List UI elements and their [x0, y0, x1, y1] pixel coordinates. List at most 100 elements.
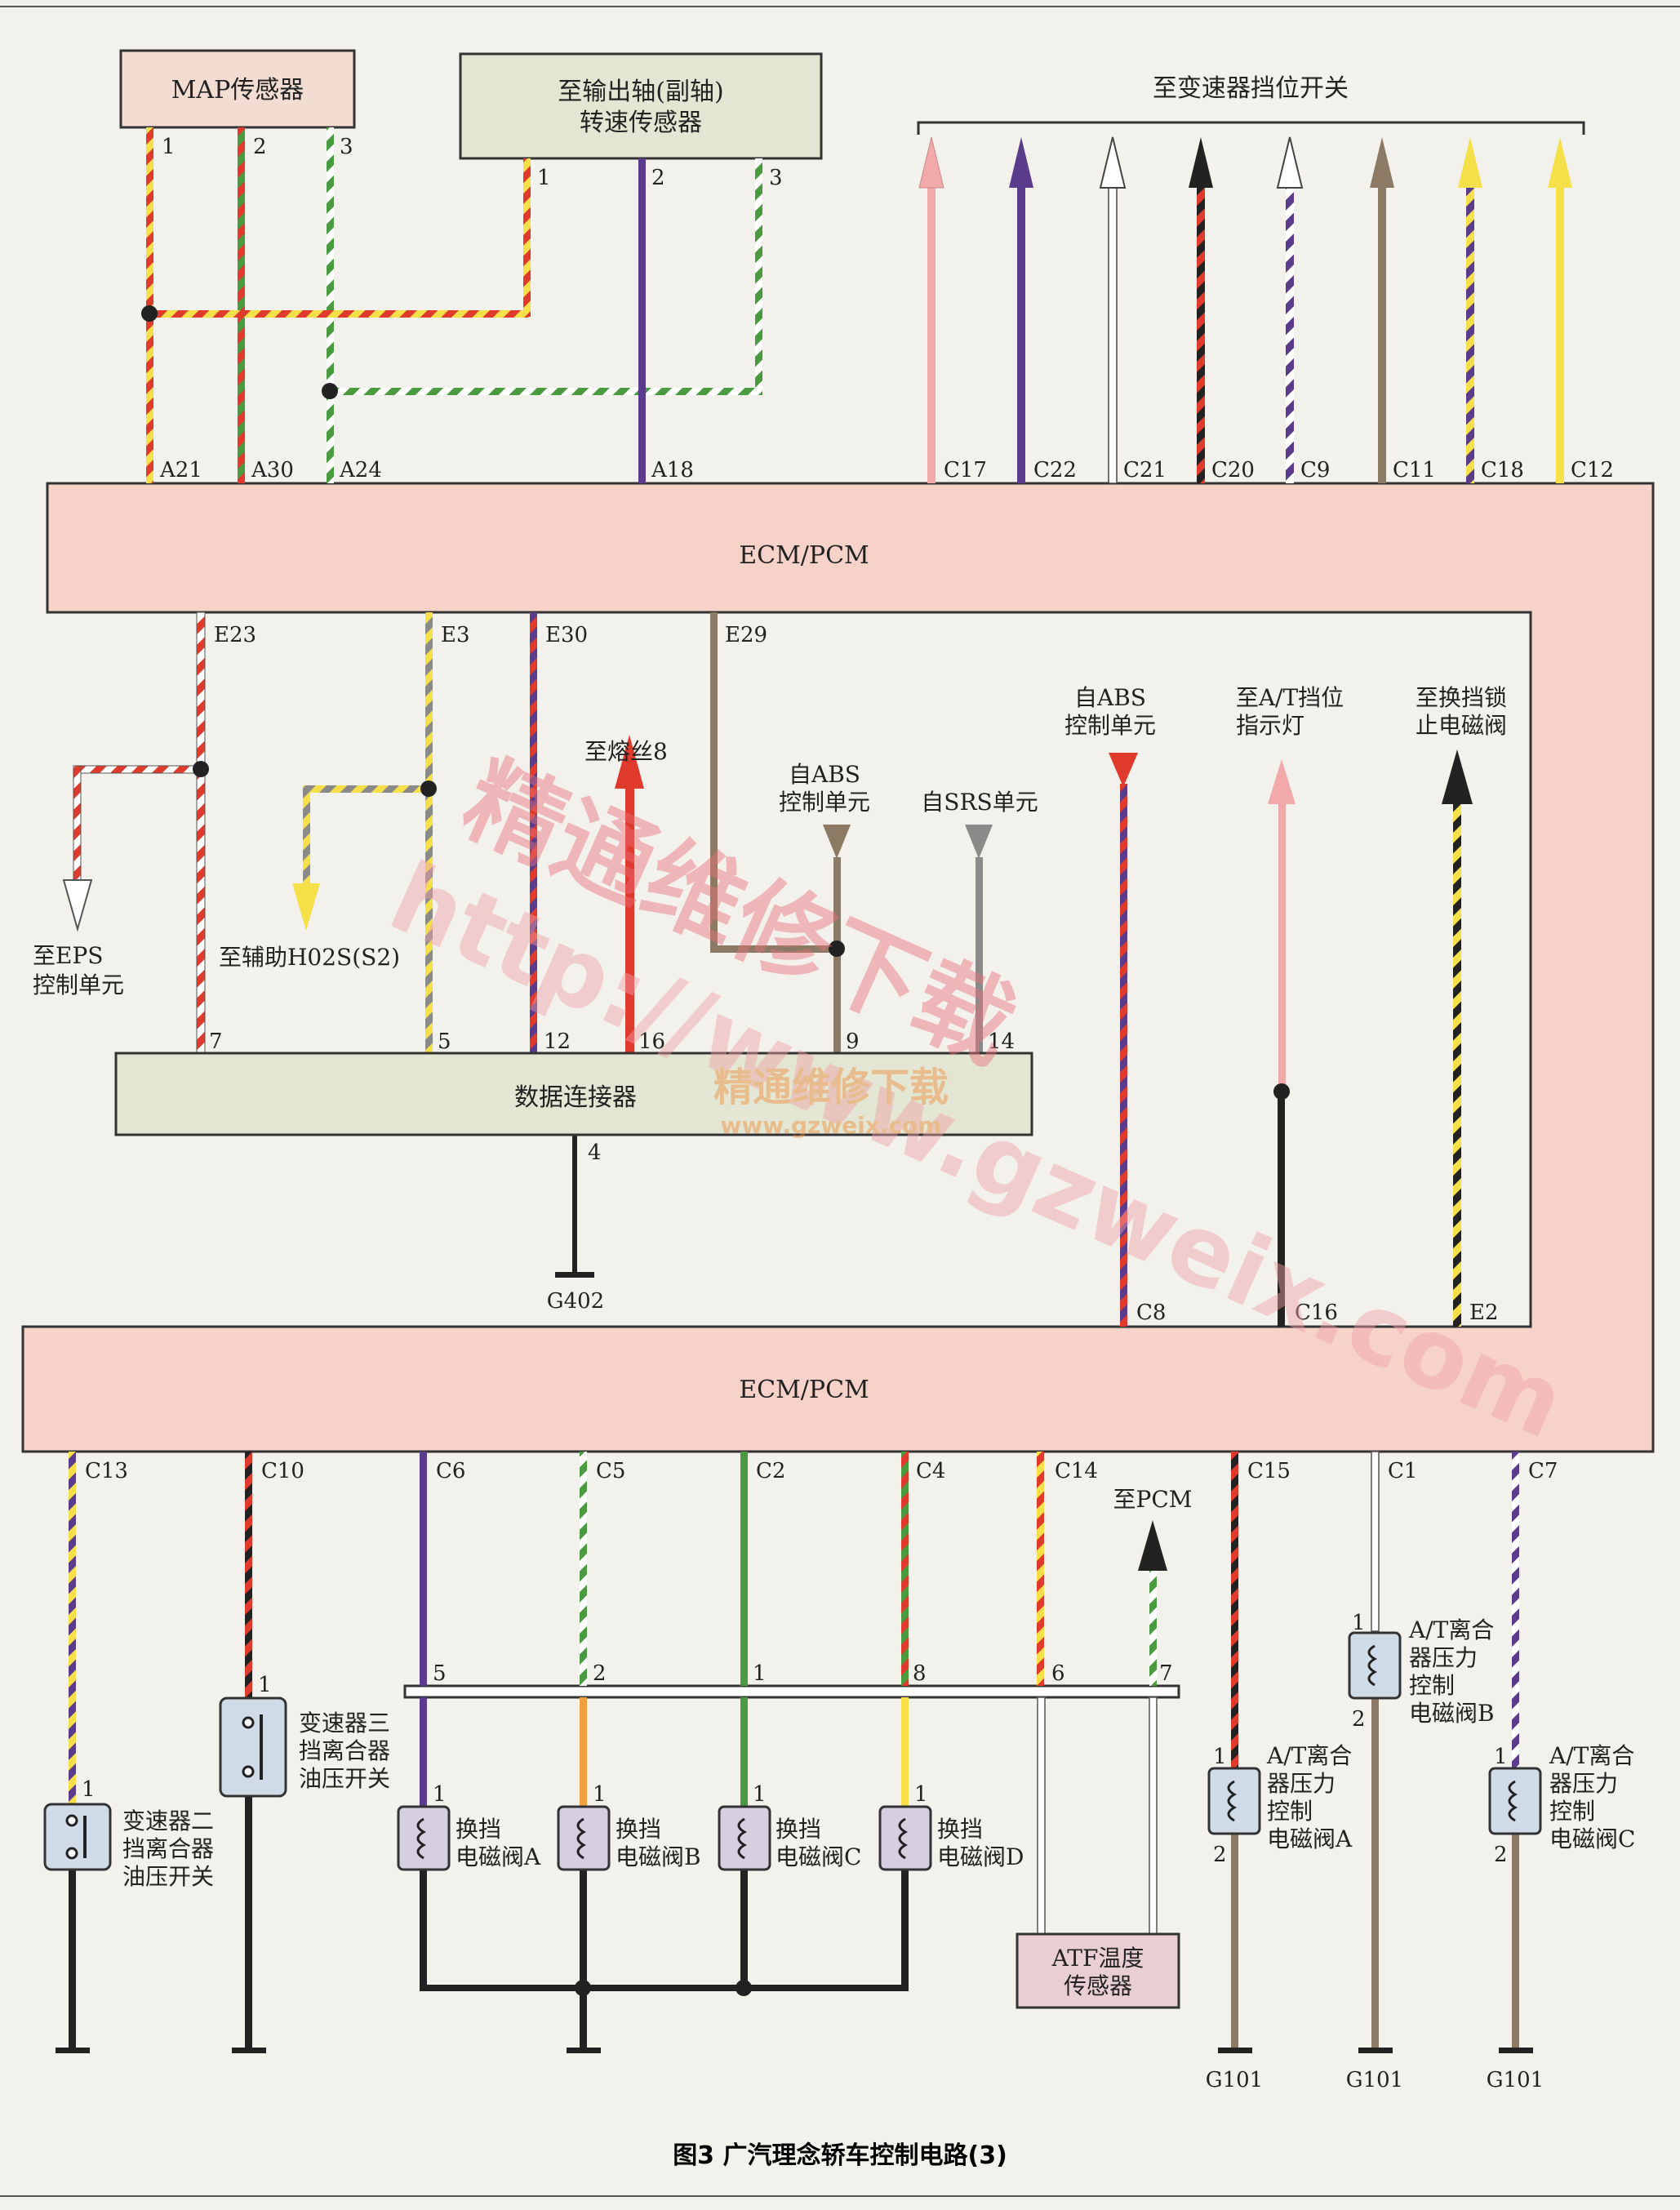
ecm-pin-c7: C7 [1528, 1459, 1558, 1483]
atf-sensor-label-2: 传感器 [1064, 1972, 1132, 1999]
dlc-pin-7: 7 [209, 1029, 223, 1054]
ecm-pin-c10: C10 [261, 1459, 304, 1483]
dlc-pin-16: 16 [638, 1029, 665, 1054]
shift-solenoid-a [397, 1805, 451, 1871]
map-sensor-label: MAP传感器 [171, 76, 304, 104]
ecm-bottom-label: ECM/PCM [739, 1376, 869, 1404]
conn-pin-7: 7 [1159, 1661, 1173, 1686]
pc-a-label-3: 控制 [1267, 1798, 1313, 1825]
pc-b-pin-1: 1 [1352, 1611, 1366, 1635]
sw2-label-2: 挡离合器 [122, 1835, 214, 1862]
oss-pin-3: 3 [769, 166, 783, 190]
conn-pin-5: 5 [433, 1661, 447, 1686]
ecm-pin-c21: C21 [1123, 458, 1167, 482]
ecm-pin-e3: E3 [441, 623, 470, 647]
middle-wires [62, 611, 1473, 1327]
sol-b-label-2: 电磁阀B [616, 1843, 701, 1870]
conn-pin-2: 2 [593, 1661, 607, 1686]
map-sensor-box [119, 49, 356, 129]
ecm-pin-c18: C18 [1481, 458, 1524, 482]
sol-a-label-1: 换挡 [456, 1816, 501, 1843]
output-shaft-sensor-label-1: 至输出轴(副轴) [558, 78, 723, 106]
g101-label-2: G101 [1346, 2068, 1403, 2092]
shift-solenoid-b [557, 1805, 611, 1871]
ecm-pin-e30: E30 [545, 623, 588, 647]
data-link-connector-label: 数据连接器 [514, 1083, 637, 1112]
ecm-pin-a21: A21 [159, 458, 202, 482]
sw2-pin-1: 1 [82, 1777, 96, 1802]
conn-pin-1: 1 [753, 1661, 767, 1686]
g101-label-3: G101 [1487, 2068, 1544, 2092]
ecm-pin-c1: C1 [1388, 1459, 1417, 1483]
from-abs-2-label-1: 自ABS [1074, 684, 1146, 711]
ecm-pin-a24: A24 [339, 458, 382, 482]
pc-c-pin-1: 1 [1494, 1745, 1508, 1769]
pc-a-label-4: 电磁阀A [1267, 1825, 1353, 1852]
ecm-pin-c8: C8 [1136, 1301, 1166, 1325]
sol-b-label-1: 换挡 [616, 1816, 661, 1843]
ecm-pin-c15: C15 [1247, 1459, 1291, 1483]
watermark-center-cn: 精通维修下载 [713, 1065, 949, 1110]
to-fuse-label: 至熔丝8 [584, 738, 668, 765]
ecm-pin-c13: C13 [85, 1459, 128, 1483]
dlc-pin-14: 14 [988, 1029, 1015, 1054]
ecm-pin-e29: E29 [725, 623, 767, 647]
pc-a-pin-1: 1 [1213, 1745, 1227, 1769]
ecm-pin-a30: A30 [251, 458, 294, 482]
ecm-pin-c16: C16 [1295, 1301, 1338, 1325]
sw3-label-2: 挡离合器 [299, 1737, 390, 1764]
g101-label-1: G101 [1206, 2068, 1263, 2092]
sw2-label-1: 变速器二 [122, 1808, 214, 1834]
ecm-pin-c22: C22 [1033, 458, 1077, 482]
ecm-pin-c9: C9 [1300, 458, 1330, 482]
sol-c-pin-1: 1 [753, 1782, 767, 1807]
to-shift-lock-label-2: 止电磁阀 [1416, 712, 1507, 739]
sol-d-label-1: 换挡 [937, 1816, 983, 1843]
pc-c-label-1: A/T离合 [1549, 1742, 1634, 1769]
atf-temp-sensor [1016, 1932, 1180, 2009]
sol-d-pin-1: 1 [914, 1782, 928, 1807]
watermark-center-url: www.gzweix.com [721, 1112, 942, 1139]
pc-c-label-4: 电磁阀C [1549, 1825, 1635, 1852]
ecm-pin-c11: C11 [1393, 458, 1436, 482]
pc-c-pin-2: 2 [1494, 1843, 1508, 1867]
pc-a-label-1: A/T离合 [1266, 1742, 1352, 1769]
g402-label: G402 [547, 1289, 604, 1314]
sol-b-pin-1: 1 [593, 1782, 607, 1807]
ecm-pin-c20: C20 [1211, 458, 1255, 482]
pc-b-label-3: 控制 [1409, 1672, 1455, 1699]
dlc-pin-12: 12 [544, 1029, 571, 1054]
conn-pin-6: 6 [1051, 1661, 1065, 1686]
to-eps-label-1: 至EPS [33, 942, 103, 969]
ecm-pin-c14: C14 [1055, 1459, 1098, 1483]
pc-b-label-2: 器压力 [1409, 1644, 1478, 1671]
to-pcm-label: 至PCM [1113, 1486, 1193, 1513]
to-aux-ho2s-label: 至辅助H02S(S2) [219, 944, 400, 971]
trans-switch-bracket [917, 121, 1585, 135]
sw3-label-1: 变速器三 [299, 1710, 390, 1736]
to-eps-label-2: 控制单元 [33, 972, 124, 998]
dlc-pin-9: 9 [846, 1029, 860, 1054]
ecm-pin-c2: C2 [756, 1459, 785, 1483]
sw3-pin-1: 1 [258, 1673, 272, 1697]
pc-c-label-3: 控制 [1549, 1798, 1595, 1825]
ecm-pin-e23: E23 [214, 623, 256, 647]
output-shaft-sensor-label-2: 转速传感器 [580, 109, 702, 137]
pc-b-label-1: A/T离合 [1408, 1616, 1494, 1643]
map-pin-2: 2 [253, 135, 267, 159]
ecm-pcm-frame [21, 482, 1655, 1453]
sol-a-pin-1: 1 [433, 1782, 447, 1807]
to-at-indicator-label-1: 至A/T挡位 [1236, 684, 1344, 711]
figure-caption: 图3 广汽理念轿车控制电路(3) [673, 2141, 1007, 2170]
from-abs-2-label-2: 控制单元 [1064, 712, 1156, 739]
sw3-label-3: 油压开关 [299, 1765, 390, 1792]
oss-pin-1: 1 [537, 166, 551, 190]
ecm-pin-c12: C12 [1571, 458, 1614, 482]
pc-solenoid-b [1348, 1631, 1402, 1700]
from-abs-1-label-1: 自ABS [789, 761, 860, 788]
conn-pin-8: 8 [913, 1661, 927, 1686]
pc-solenoid-a [1207, 1767, 1261, 1835]
data-link-connector [114, 1052, 1033, 1136]
map-pin-1: 1 [162, 135, 176, 159]
